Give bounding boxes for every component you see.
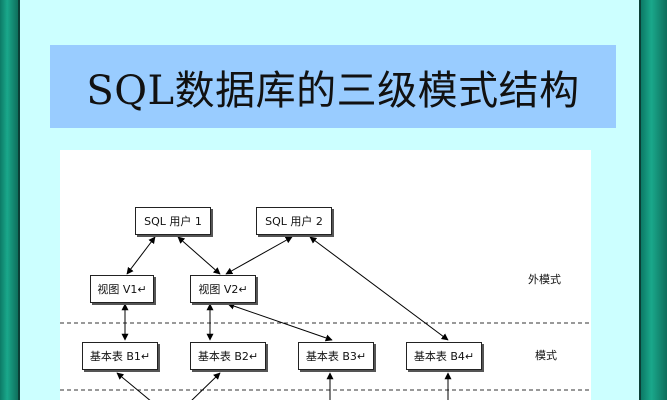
sql-user-1-node: SQL 用户 1 [135, 207, 211, 235]
view-v1-node: 视图 V1↵ [90, 275, 154, 303]
external-schema-label: 外模式 [528, 273, 561, 286]
slide-title: SQL数据库的三级模式结构 [86, 67, 580, 114]
table-b2-label: 基本表 B2↵ [197, 350, 259, 363]
sql-user-1-label: SQL 用户 1 [144, 215, 202, 228]
table-b4-label: 基本表 B4↵ [413, 350, 475, 363]
right-decorative-band [639, 0, 667, 400]
link-user1-view2 [177, 236, 221, 275]
sql-user-2-label: SQL 用户 2 [265, 215, 323, 228]
link-table1-storage [116, 372, 151, 400]
conceptual-schema-label: 模式 [535, 349, 557, 362]
link-user2-table4 [309, 236, 449, 341]
table-b1-node: 基本表 B1↵ [82, 342, 158, 370]
view-v1-label: 视图 V1↵ [97, 283, 147, 296]
link-table2-storage [191, 372, 221, 400]
link-user1-view1 [126, 236, 156, 275]
table-b2-node: 基本表 B2↵ [190, 342, 266, 370]
link-view2-table3 [227, 302, 333, 342]
diagram-connectors [60, 236, 591, 400]
sql-user-2-node: SQL 用户 2 [256, 207, 332, 235]
view-v2-node: 视图 V2↵ [190, 275, 256, 303]
diagram-panel: SQL 用户 1 SQL 用户 2 视图 V1↵ 视图 V2↵ 基本表 B1↵ … [60, 150, 591, 400]
link-user2-view2 [225, 236, 293, 275]
table-b3-node: 基本表 B3↵ [298, 342, 374, 370]
table-b4-node: 基本表 B4↵ [406, 342, 482, 370]
view-v2-label: 视图 V2↵ [198, 283, 248, 296]
title-banner: SQL数据库的三级模式结构 [50, 45, 616, 128]
left-decorative-band [0, 0, 20, 400]
table-b1-label: 基本表 B1↵ [89, 350, 151, 363]
table-b3-label: 基本表 B3↵ [305, 350, 367, 363]
